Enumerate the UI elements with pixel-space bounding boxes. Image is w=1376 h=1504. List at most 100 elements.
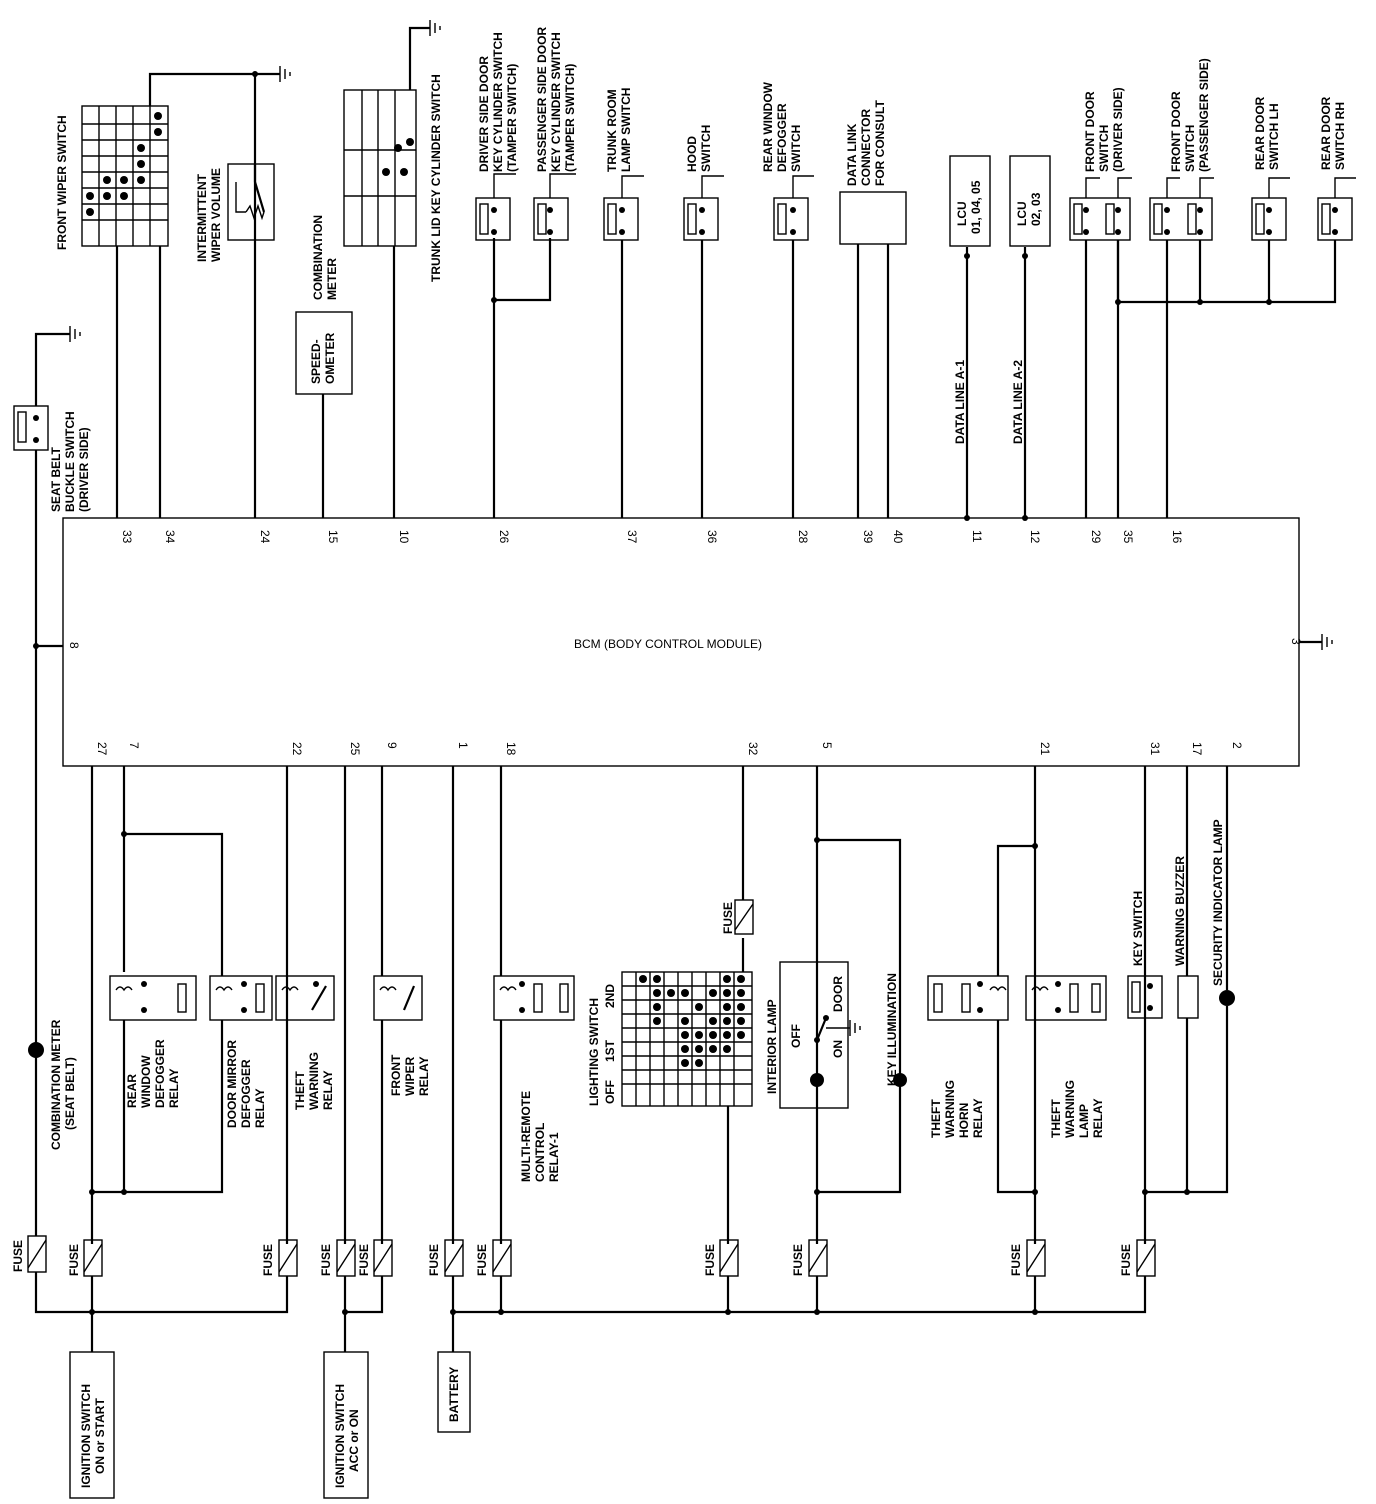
- seat-belt-buckle-switch-label-1: SEAT BELT: [49, 446, 63, 512]
- bottom-pin-labels: 27 7 22 25 9 1 18 32 5 21 31 17 2 8 3: [67, 638, 1303, 756]
- pin-33: 33: [120, 530, 134, 544]
- ground-icon: [1321, 634, 1333, 650]
- speedometer-label-1: SPEED-: [309, 339, 323, 384]
- pin-16: 16: [1170, 530, 1184, 544]
- rear-window-defogger-relay-label-4: RELAY: [167, 1068, 181, 1108]
- passenger-door-key-switch-label-1: PASSENGER SIDE DOOR: [535, 27, 549, 172]
- pin-26: 26: [497, 530, 511, 544]
- theft-warning-horn-relay: [927, 975, 1009, 1021]
- lighting-switch-label: LIGHTING SWITCH: [587, 998, 601, 1106]
- trunk-room-lamp-switch: [603, 175, 644, 241]
- passenger-door-key-switch-label-2: KEY CYLINDER SWITCH: [549, 32, 563, 172]
- pin-10: 10: [397, 530, 411, 544]
- rear-window-defogger-relay-label-1: REAR: [125, 1074, 139, 1108]
- bcm-label: BCM (BODY CONTROL MODULE): [574, 637, 762, 651]
- fuse-labels: FUSE FUSE FUSE FUSE FUSE FUSE FUSE FUSE …: [11, 1240, 1133, 1276]
- ignition-switch-on-start-label-1: IGNITION SWITCH: [79, 1384, 93, 1488]
- pin-25: 25: [348, 742, 362, 756]
- pin-35: 35: [1121, 530, 1135, 544]
- ground-icon: [429, 20, 441, 36]
- defogger-relay-bus: [124, 832, 224, 976]
- ignition-switch-on-start-box: [69, 1351, 115, 1499]
- rear-window-defogger-switch-label-1: REAR WINDOW: [761, 81, 775, 172]
- key-illumination-lamp-icon: [893, 1073, 907, 1087]
- ground-icon: [69, 326, 81, 342]
- driver-door-key-switch-label-2: KEY CYLINDER SWITCH: [491, 32, 505, 172]
- front-wiper-switch: [81, 72, 280, 247]
- theft-warning-lamp-relay-label-4: RELAY: [1091, 1098, 1105, 1138]
- lighting-switch: [621, 971, 753, 1107]
- passenger-door-key-switch: [533, 173, 576, 241]
- fuse-label: FUSE: [11, 1240, 25, 1272]
- door-mirror-defogger-relay-label-2: DEFOGGER: [239, 1059, 253, 1128]
- pin-11: 11: [970, 530, 984, 543]
- ground-icon: [279, 66, 291, 82]
- front-door-switch-passenger-label-3: (PASSENGER SIDE): [1197, 58, 1211, 172]
- key-illumination-label: KEY ILLUMINATION: [885, 973, 899, 1086]
- front-wiper-relay-label-1: FRONT: [389, 1054, 403, 1096]
- lcu-a-label-2: 01, 04, 05: [969, 180, 983, 234]
- passenger-door-key-switch-label-3: (TAMPER SWITCH): [563, 64, 577, 172]
- lcu-b-label-1: LCU: [1015, 201, 1029, 226]
- hood-switch: [683, 175, 724, 241]
- interior-lamp-on-label: ON: [831, 1040, 845, 1058]
- pin-5: 5: [820, 742, 834, 749]
- lcu-b-box: [1009, 155, 1051, 247]
- rear-window-defogger-switch-label-3: SWITCH: [789, 125, 803, 172]
- fuse-label: FUSE: [1009, 1244, 1023, 1276]
- security-indicator-lamp-label: SECURITY INDICATOR LAMP: [1211, 819, 1225, 986]
- fuse-row: [27, 1235, 1156, 1277]
- interior-lamp-off-label: OFF: [789, 1024, 803, 1048]
- pin-39: 39: [861, 530, 875, 544]
- front-door-switch-driver-label-1: FRONT DOOR: [1083, 91, 1097, 172]
- speedometer-box: [295, 311, 353, 395]
- warning-buzzer-label: WARNING BUZZER: [1173, 856, 1187, 966]
- lighting-switch-header-off: OFF: [603, 1080, 617, 1104]
- seat-belt-buckle-switch: [13, 332, 70, 451]
- top-pin-wires: [115, 74, 1169, 518]
- theft-warning-lamp-relay: [1025, 975, 1107, 1021]
- fuse-label-top: FUSE: [721, 902, 735, 934]
- fuse-label: FUSE: [357, 1244, 371, 1276]
- front-wiper-switch-label: FRONT WIPER SWITCH: [55, 115, 69, 250]
- trunk-lid-key-cylinder-switch: [343, 26, 430, 247]
- fuse-label: FUSE: [319, 1244, 333, 1276]
- theft-warning-horn-relay-label-2: WARNING: [943, 1080, 957, 1138]
- ignition-switch-acc-on-label-2: ACC or ON: [347, 1409, 361, 1472]
- rear-window-defogger-switch-label-2: DEFOGGER: [775, 103, 789, 172]
- theft-warning-relay: [275, 975, 335, 1021]
- theft-warning-relay-label-3: RELAY: [321, 1070, 335, 1110]
- pin-34: 34: [163, 530, 177, 544]
- pin-1: 1: [456, 742, 470, 749]
- fuse-label: FUSE: [427, 1244, 441, 1276]
- theft-warning-lamp-relay-label-1: THEFT: [1049, 1099, 1063, 1138]
- front-door-switch-driver-label-3: (DRIVER SIDE): [1111, 87, 1125, 172]
- driver-door-key-switch-label-1: DRIVER SIDE DOOR: [477, 56, 491, 172]
- lcu-a-label-1: LCU: [955, 201, 969, 226]
- intermittent-wiper-volume-label-2: WIPER VOLUME: [209, 168, 223, 262]
- front-door-switch-driver: [1069, 177, 1132, 241]
- pin-27: 27: [95, 742, 109, 756]
- theft-warning-relay-label-1: THEFT: [293, 1071, 307, 1110]
- interior-lamp: [779, 961, 850, 1109]
- theft-warning-horn-relay-label-3: HORN: [957, 1103, 971, 1138]
- combination-meter-label-1: COMBINATION: [311, 215, 325, 300]
- door-mirror-defogger-relay-label-1: DOOR MIRROR: [225, 1040, 239, 1128]
- pin-28: 28: [796, 530, 810, 544]
- data-line-a1-label: DATA LINE A-1: [953, 360, 967, 444]
- ground-icon: [849, 1020, 861, 1036]
- pin-22: 22: [290, 742, 304, 756]
- pin-2: 2: [1230, 742, 1244, 749]
- pin-8: 8: [67, 642, 81, 649]
- seat-belt-lamp-icon: [28, 1042, 44, 1058]
- theft-relay-bus: [996, 844, 1035, 976]
- rear-door-switch-rh-label-2: SWITCH RH: [1333, 102, 1347, 170]
- fuse-pin32: [734, 899, 754, 935]
- key-switch-label: KEY SWITCH: [1131, 891, 1145, 966]
- lighting-switch-header-1st: 1ST: [603, 1039, 617, 1062]
- combination-meter-seat-belt-label-1: COMBINATION METER: [49, 1019, 63, 1150]
- rear-window-defogger-switch: [773, 175, 814, 241]
- data-link-connector-label-1: DATA LINK: [845, 123, 859, 186]
- pin-9: 9: [385, 742, 399, 749]
- lighting-switch-header-2nd: 2ND: [603, 984, 617, 1008]
